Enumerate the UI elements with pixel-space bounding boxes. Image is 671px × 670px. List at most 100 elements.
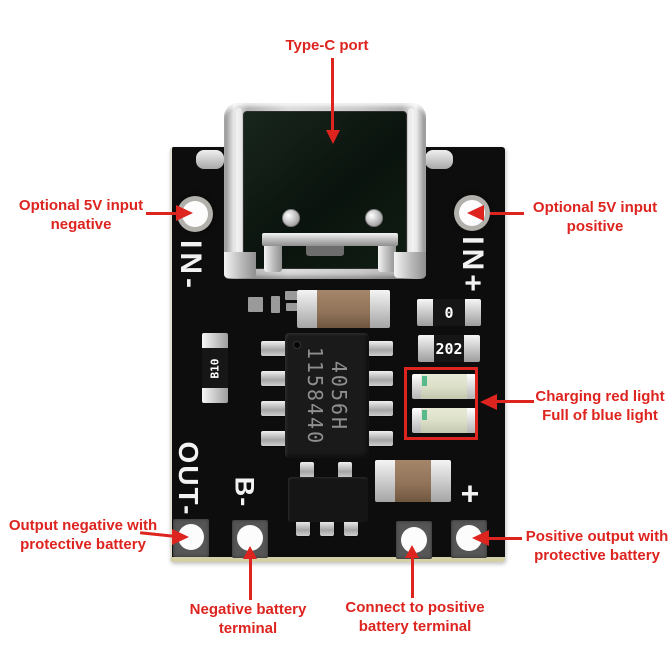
capacitor-terminal <box>297 290 317 328</box>
arrow-head-input-negative <box>176 205 193 221</box>
annotation-line: Charging red light <box>535 388 665 405</box>
led-terminal <box>412 408 421 433</box>
annotation-line: protective battery <box>20 536 146 553</box>
silkscreen-out-minus: OUT- <box>173 441 204 517</box>
annotation-line: Optional 5V input <box>532 199 658 216</box>
smd-component <box>285 291 299 300</box>
transistor-leg <box>320 521 334 536</box>
connector-screw-right <box>365 209 383 227</box>
chip-marking-line2: 1158440 <box>303 346 328 445</box>
resistor-b10: B10 <box>202 333 228 403</box>
capacitor-terminal <box>370 290 390 328</box>
chip-marking: 4056H 1158440 <box>303 346 351 444</box>
led-cathode-mark <box>422 376 427 386</box>
silkscreen-in-minus: IN- <box>174 240 207 292</box>
smd-component <box>271 296 280 313</box>
capacitor-body <box>317 290 370 328</box>
arrow-line-battery-negative <box>249 558 252 600</box>
arrow-head-charging-leds <box>480 394 497 410</box>
led-terminal <box>467 374 476 399</box>
annotation-line: negative <box>50 216 112 233</box>
transistor-leg <box>296 521 310 536</box>
resistor-body: B10 <box>202 348 228 388</box>
annotation-battery-positive: Connect to positive battery terminal <box>338 598 492 636</box>
arrow-head-output-positive <box>472 530 489 546</box>
chip-leg <box>261 401 287 416</box>
resistor-202: 202 <box>418 335 480 362</box>
annotation-charging-leds: Charging red light Full of blue light <box>530 387 670 425</box>
chip-leg <box>261 371 287 386</box>
annotation-input-negative: Optional 5V input negative <box>12 196 150 234</box>
full-blue-led <box>412 408 476 433</box>
transistor-leg <box>344 521 358 536</box>
connector-bracket <box>262 233 398 246</box>
annotation-line: Type-C port <box>285 37 369 54</box>
annotation-type-c-port: Type-C port <box>267 36 387 55</box>
resistor-terminal <box>202 388 228 403</box>
arrow-head-battery-positive <box>405 545 419 558</box>
charge-controller-chip: 4056H 1158440 <box>285 333 369 458</box>
transistor-leg <box>338 462 352 478</box>
annotation-output-positive: Positive output with protective battery <box>520 527 671 565</box>
charging-red-led <box>412 374 476 399</box>
resistor-marking: 0 <box>433 299 465 326</box>
resistor-terminal <box>417 299 433 326</box>
arrow-line-output-positive <box>488 537 522 540</box>
resistor-terminal <box>418 335 434 362</box>
connector-tab <box>378 246 396 272</box>
annotation-line: Output negative with <box>8 517 158 534</box>
annotation-line: Connect to positive <box>345 599 485 616</box>
resistor-0: 0 <box>417 299 481 326</box>
connector-tab <box>264 246 282 272</box>
led-body <box>421 374 467 399</box>
annotation-line: positive <box>566 218 624 235</box>
led-terminal <box>467 408 476 433</box>
annotation-line: terminal <box>218 620 278 637</box>
arrow-line-type-c <box>331 58 334 132</box>
transistor-leg <box>300 462 314 478</box>
silkscreen-plus: + <box>460 475 480 512</box>
resistor-terminal <box>202 333 228 348</box>
led-body <box>421 408 467 433</box>
capacitor-terminal <box>375 460 395 502</box>
chip-pin1-dot <box>293 341 301 349</box>
arrow-line-input-negative <box>146 212 178 215</box>
arrow-head-type-c <box>326 130 340 144</box>
output-capacitor <box>375 460 451 502</box>
resistor-marking: B10 <box>208 358 222 378</box>
annotation-line: Negative battery <box>189 601 307 618</box>
smd-component <box>248 297 263 312</box>
annotation-line: Full of blue light <box>542 407 658 424</box>
chip-leg <box>367 371 393 386</box>
silkscreen-in-plus: IN+ <box>456 236 489 296</box>
resistor-terminal <box>465 299 481 326</box>
connector-notch <box>306 246 344 256</box>
led-cathode-mark <box>422 410 427 420</box>
arrow-line-charging-leds <box>494 400 534 403</box>
annotation-line: protective battery <box>534 547 660 564</box>
arrow-line-input-positive <box>490 212 524 215</box>
annotation-battery-negative: Negative battery terminal <box>178 600 318 638</box>
led-terminal <box>412 374 421 399</box>
connector-foot-right <box>394 252 426 278</box>
led-highlight-box <box>404 367 478 440</box>
connector-screw-left <box>282 209 300 227</box>
smd-component <box>286 303 299 311</box>
arrow-line-battery-positive <box>411 557 414 598</box>
chip-leg <box>367 341 393 356</box>
silkscreen-b-minus: B- <box>229 476 260 508</box>
chip-marking-line1: 4056H <box>327 360 352 431</box>
connector-foot-left <box>224 252 256 278</box>
arrow-head-input-positive <box>467 205 484 221</box>
resistor-marking: 202 <box>434 335 464 362</box>
chip-leg <box>261 431 287 446</box>
connector-highlight <box>236 108 242 273</box>
connector-highlight <box>408 108 414 273</box>
annotation-line: battery terminal <box>358 618 472 635</box>
input-capacitor <box>297 290 390 328</box>
chip-leg <box>367 431 393 446</box>
arrow-head-output-negative <box>172 529 189 545</box>
annotation-line: Positive output with <box>525 528 669 545</box>
capacitor-body <box>395 460 431 502</box>
chip-leg <box>367 401 393 416</box>
